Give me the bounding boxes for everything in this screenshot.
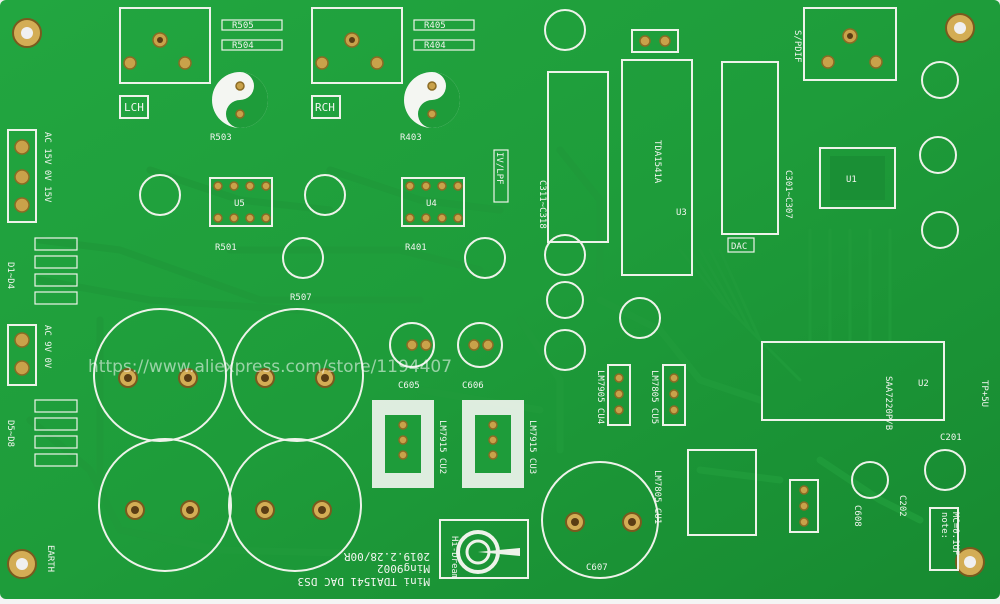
- r401-label: R401: [405, 243, 427, 253]
- resistors-top: R505 R504 R405 R404 R503 R403 R501 R401 …: [210, 19, 475, 303]
- d5d8-label: D5~D8: [5, 420, 15, 447]
- spdif-label: S/PDIF: [792, 30, 802, 63]
- ic-u1: U1: [819, 147, 896, 209]
- u4-label: U4: [426, 199, 437, 209]
- earth-label: EARTH: [45, 545, 55, 572]
- c311-label: C311~C318: [537, 180, 547, 229]
- ac-15v-terminal: AC 15V 0V 15V: [7, 129, 52, 223]
- r501-label: R501: [215, 243, 237, 253]
- ac-9v-terminal: AC 9V 0V: [7, 324, 52, 386]
- u2-label: U2: [918, 379, 929, 389]
- logo-text: Hi-Dream: [449, 536, 459, 579]
- lm7915-cu2-label: LM7915 CU2: [437, 420, 447, 474]
- r404-label: R404: [424, 41, 446, 51]
- c606-label: C606: [462, 381, 484, 391]
- ivlpf-label: IV/LPF: [494, 152, 504, 185]
- cap-marking-c404: [404, 72, 460, 128]
- r503-label: R503: [210, 133, 232, 143]
- dac-label: DAC: [731, 242, 747, 252]
- r403-label: R403: [400, 133, 422, 143]
- note-block: note: MC=0.1UF C202 C201 C608: [852, 433, 962, 571]
- note-value: MC=0.1UF: [950, 512, 960, 555]
- ic-u4: U4: [401, 177, 465, 227]
- rch-label: RCH: [315, 101, 335, 114]
- lm7805-cu1-label: LM7805 CU1: [652, 470, 662, 524]
- header-columns: C311~C318 C301~C307 DAC: [537, 61, 793, 253]
- title-line-3: Ming9002: [377, 562, 430, 575]
- c201-label: C201: [940, 433, 962, 443]
- output-jack-right: RCH: [311, 7, 403, 119]
- c605-label: C605: [398, 381, 420, 391]
- output-jack-left: LCH: [119, 7, 211, 119]
- c301-label: C301~C307: [783, 170, 793, 219]
- ac15-label: AC 15V 0V 15V: [42, 132, 52, 203]
- ac9-label: AC 9V 0V: [42, 325, 52, 369]
- title-line-2: 2019.2.28/00R: [344, 550, 430, 563]
- spdif-input-jack: S/PDIF: [792, 7, 897, 81]
- u5-label: U5: [234, 199, 245, 209]
- ic-u3-tda1541a: TDA1541A U3: [621, 29, 693, 276]
- r505-label: R505: [232, 21, 254, 31]
- diodes-d5-d8: D5~D8: [5, 399, 78, 467]
- lm7905-cu4-label: LM7905 CU4: [595, 370, 605, 424]
- ic-u2-saa7220: SAA7220P/B U2: [761, 341, 945, 430]
- power-caps: C607: [93, 308, 659, 579]
- c607-label: C607: [586, 563, 608, 573]
- tp-label: TP+5U: [979, 380, 989, 407]
- ic-u5: U5: [209, 177, 273, 227]
- c608-label: C608: [852, 505, 862, 527]
- diodes-d1-d4: D1~D4: [5, 237, 78, 305]
- u1-label: U1: [846, 175, 857, 185]
- lm7805-cu5-label: LM7805 CU5: [649, 370, 659, 424]
- hi-dream-logo: Hi-Dream: [439, 519, 529, 579]
- mounting-holes: [7, 13, 985, 579]
- u3-label: U3: [676, 208, 687, 218]
- regulators: LM7915 CU2 LM7915 CU3 LM7905 CU4 LM7805 …: [372, 364, 686, 524]
- lm7915-cu3-label: LM7915 CU3: [527, 420, 537, 474]
- c202-label: C202: [897, 495, 907, 517]
- saa-label: SAA7220P/B: [883, 376, 893, 430]
- watermark-text: https://www.aliexpress.com/store/1194407: [88, 357, 452, 377]
- cap-marking-c504: [212, 72, 268, 128]
- title-line-1: Mini TDA1541 DAC DS3: [298, 575, 430, 588]
- small-caps: C605 C606: [139, 9, 966, 499]
- input-connector-block: [687, 449, 819, 536]
- tda-label: TDA1541A: [652, 140, 662, 184]
- r504-label: R504: [232, 41, 254, 51]
- note-label: note:: [939, 512, 949, 539]
- board-title: 2019.2.28/00R Ming9002 Mini TDA1541 DAC …: [298, 550, 430, 588]
- r405-label: R405: [424, 21, 446, 31]
- d1d4-label: D1~D4: [5, 262, 15, 289]
- lch-label: LCH: [124, 101, 144, 114]
- r507-label: R507: [290, 293, 312, 303]
